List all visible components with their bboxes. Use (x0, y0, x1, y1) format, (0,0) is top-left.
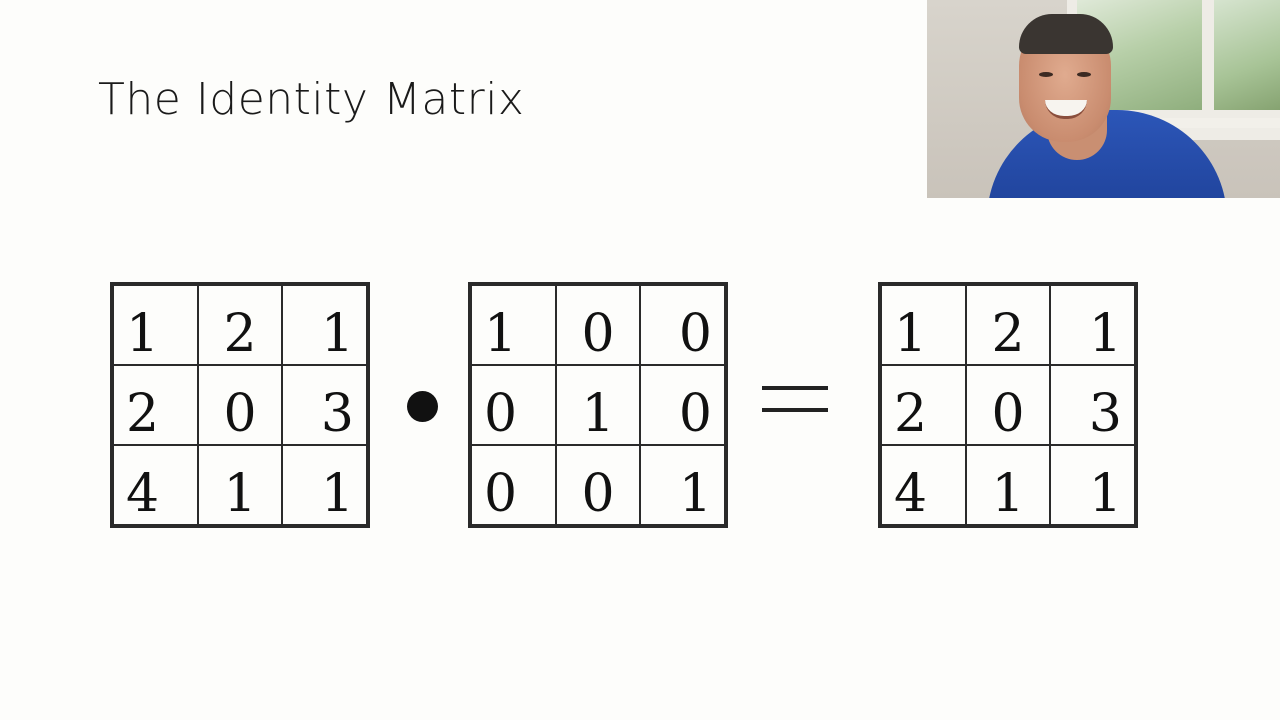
matrix-cell: 4 (881, 445, 966, 525)
matrix-cell: 2 (881, 365, 966, 445)
matrix-cell: 1 (197, 445, 283, 525)
matrix-cell: 1 (965, 445, 1051, 525)
presenter-webcam (927, 0, 1280, 198)
matrix-cell: 0 (197, 365, 283, 445)
matrix-cell: 0 (471, 365, 556, 445)
matrix-cell: 2 (113, 365, 198, 445)
matrix-cell: 3 (282, 365, 367, 445)
matrix-cell: 2 (965, 285, 1051, 365)
matrix-cell: 1 (282, 445, 367, 525)
webcam-window-pane (1214, 0, 1280, 110)
identity-matrix: 1 0 0 0 1 0 0 0 1 (468, 282, 728, 528)
equals-bar-top (762, 386, 828, 390)
presenter-eye (1077, 72, 1091, 77)
matrix-cell: 1 (881, 285, 966, 365)
matrix-cell: 1 (555, 365, 641, 445)
matrix-cell: 0 (555, 445, 641, 525)
matrix-cell: 1 (471, 285, 556, 365)
result-matrix: 1 2 1 2 0 3 4 1 1 (878, 282, 1138, 528)
matrix-cell: 4 (113, 445, 198, 525)
matrix-cell: 0 (640, 365, 725, 445)
matrix-cell: 0 (555, 285, 641, 365)
matrix-cell: 3 (1050, 365, 1135, 445)
matrix-cell: 0 (640, 285, 725, 365)
matrix-cell: 0 (965, 365, 1051, 445)
equals-icon (762, 386, 828, 412)
matrix-cell: 2 (197, 285, 283, 365)
presenter-smile (1045, 100, 1087, 119)
matrix-cell: 1 (640, 445, 725, 525)
matrix-a: 1 2 1 2 0 3 4 1 1 (110, 282, 370, 528)
matrix-cell: 1 (282, 285, 367, 365)
presenter-hair (1019, 14, 1113, 54)
matrix-cell: 0 (471, 445, 556, 525)
matrix-cell: 1 (1050, 445, 1135, 525)
dot-product-icon (407, 391, 438, 422)
slide-title: The Identity Matrix (98, 74, 525, 125)
equals-bar-bottom (762, 408, 828, 412)
matrix-cell: 1 (113, 285, 198, 365)
presenter-eye (1039, 72, 1053, 77)
matrix-cell: 1 (1050, 285, 1135, 365)
